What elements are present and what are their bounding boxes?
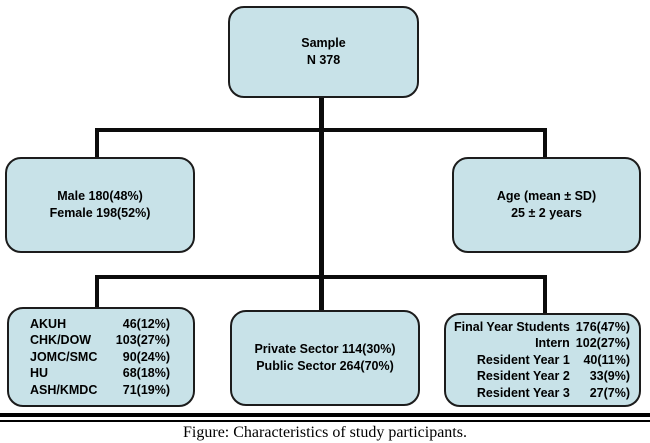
node-gender: Male 180(48%) Female 198(52%)	[5, 157, 195, 253]
node-age-line1: Age (mean ± SD)	[496, 189, 597, 203]
college-value: 103(27%)	[115, 333, 170, 348]
node-age-line2: 25 ± 2 years	[511, 206, 582, 220]
training-label: Resident Year 1	[476, 352, 570, 367]
caption-rule-thick	[0, 413, 650, 417]
training-value: 27(7%)	[589, 385, 630, 400]
training-label: Resident Year 3	[476, 385, 570, 400]
connector-top-left-drop	[95, 128, 99, 159]
training-label: Resident Year 2	[476, 369, 570, 384]
colleges-table: AKUH 46(12%) CHK/DOW 103(27%) JOMC/SMC 9…	[9, 316, 193, 399]
college-label: JOMC/SMC	[30, 349, 98, 364]
college-label: HU	[30, 366, 49, 381]
training-value: 33(9%)	[589, 369, 630, 384]
connector-top-right-drop	[543, 128, 547, 159]
college-value: 68(18%)	[122, 366, 170, 381]
college-value: 46(12%)	[122, 316, 170, 331]
figure-caption: Figure: Characteristics of study partici…	[183, 424, 467, 441]
training-label: Final Year Students	[454, 319, 570, 334]
node-sample: Sample N 378	[228, 6, 419, 98]
training-label: Intern	[535, 336, 570, 351]
connector-top-horizontal	[95, 128, 547, 132]
node-gender-line1: Male 180(48%)	[57, 189, 143, 203]
college-value: 71(19%)	[122, 382, 170, 397]
node-sector-line2: Public Sector 264(70%)	[256, 359, 394, 373]
node-colleges: AKUH 46(12%) CHK/DOW 103(27%) JOMC/SMC 9…	[7, 307, 195, 407]
node-gender-line2: Female 198(52%)	[49, 206, 151, 220]
training-value: 176(47%)	[575, 319, 630, 334]
node-sector-line1: Private Sector 114(30%)	[254, 342, 396, 356]
node-age: Age (mean ± SD) 25 ± 2 years	[452, 157, 641, 253]
college-label: AKUH	[30, 316, 67, 331]
caption-rule-thin	[0, 420, 650, 422]
training-table: Final Year Students 176(47%) Intern 102(…	[446, 319, 639, 402]
connector-center-vertical	[319, 96, 324, 312]
node-sector: Private Sector 114(30%) Public Sector 26…	[230, 310, 420, 406]
connector-bottom-right-drop	[543, 275, 547, 315]
training-value: 102(27%)	[575, 336, 630, 351]
node-training: Final Year Students 176(47%) Intern 102(…	[444, 313, 641, 407]
connector-bottom-left-drop	[95, 275, 99, 309]
connector-bottom-horizontal	[95, 275, 547, 279]
training-value: 40(11%)	[583, 352, 630, 367]
college-label: ASH/KMDC	[30, 382, 98, 397]
node-sample-line2: N 378	[306, 53, 341, 67]
college-value: 90(24%)	[122, 349, 170, 364]
node-sample-line1: Sample	[301, 36, 346, 50]
college-label: CHK/DOW	[30, 333, 92, 348]
